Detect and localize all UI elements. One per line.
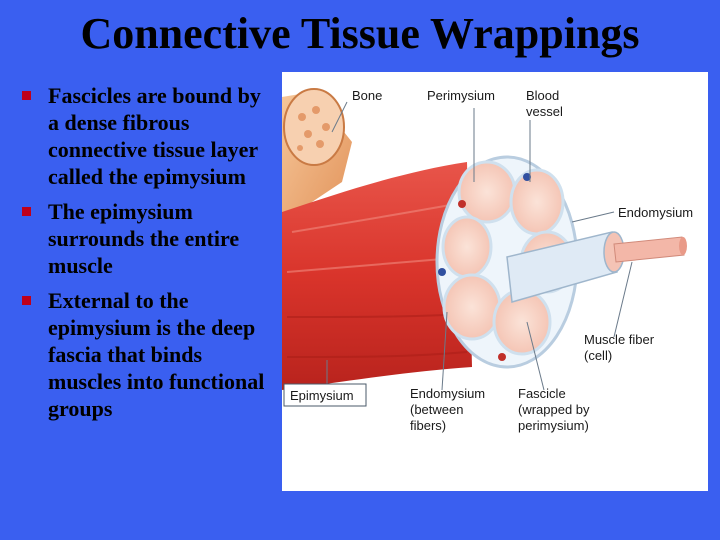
muscle-anatomy-figure: Bone Perimysium Blood vessel Endomysium … [282,72,708,491]
label-fascicle-line1: Fascicle [518,386,566,401]
muscle-diagram: Bone Perimysium Blood vessel Endomysium … [282,88,693,433]
bullet-text: The epimysium surrounds the entire muscl… [48,199,240,278]
label-endomysium-bottom-line3: fibers) [410,418,446,433]
leader-lines [326,101,633,391]
bone-illustration [282,88,352,222]
label-fascicle-line3: perimysium) [518,418,589,433]
label-muscle-fiber-line1: Muscle fiber [584,332,655,347]
epimysium-label-box [283,383,367,407]
bullet-list: Fascicles are bound by a dense fibrous c… [22,82,274,430]
bullet-marker [22,91,31,100]
label-epimysium: Epimysium [290,388,354,403]
bullet-item: The epimysium surrounds the entire muscl… [22,198,274,279]
label-endomysium-bottom-line2: (between [410,402,463,417]
muscle-body [282,162,472,390]
label-perimysium: Perimysium [427,88,495,103]
muscle-cross-section [435,155,687,369]
bullet-item: Fascicles are bound by a dense fibrous c… [22,82,274,190]
label-endomysium-right: Endomysium [618,205,693,220]
label-muscle-fiber-line2: (cell) [584,348,612,363]
label-blood-vessel-line2: vessel [526,104,563,119]
label-endomysium-bottom-line1: Endomysium [410,386,485,401]
bullet-text: Fascicles are bound by a dense fibrous c… [48,83,261,189]
label-bone: Bone [352,88,382,103]
label-blood-vessel-line1: Blood [526,88,559,103]
label-fascicle-line2: (wrapped by [518,402,590,417]
bullet-marker [22,207,31,216]
slide-title: Connective Tissue Wrappings [80,9,640,58]
bullet-marker [22,296,31,305]
bullet-text: External to the epimysium is the deep fa… [48,288,265,421]
bullet-item: External to the epimysium is the deep fa… [22,287,274,422]
